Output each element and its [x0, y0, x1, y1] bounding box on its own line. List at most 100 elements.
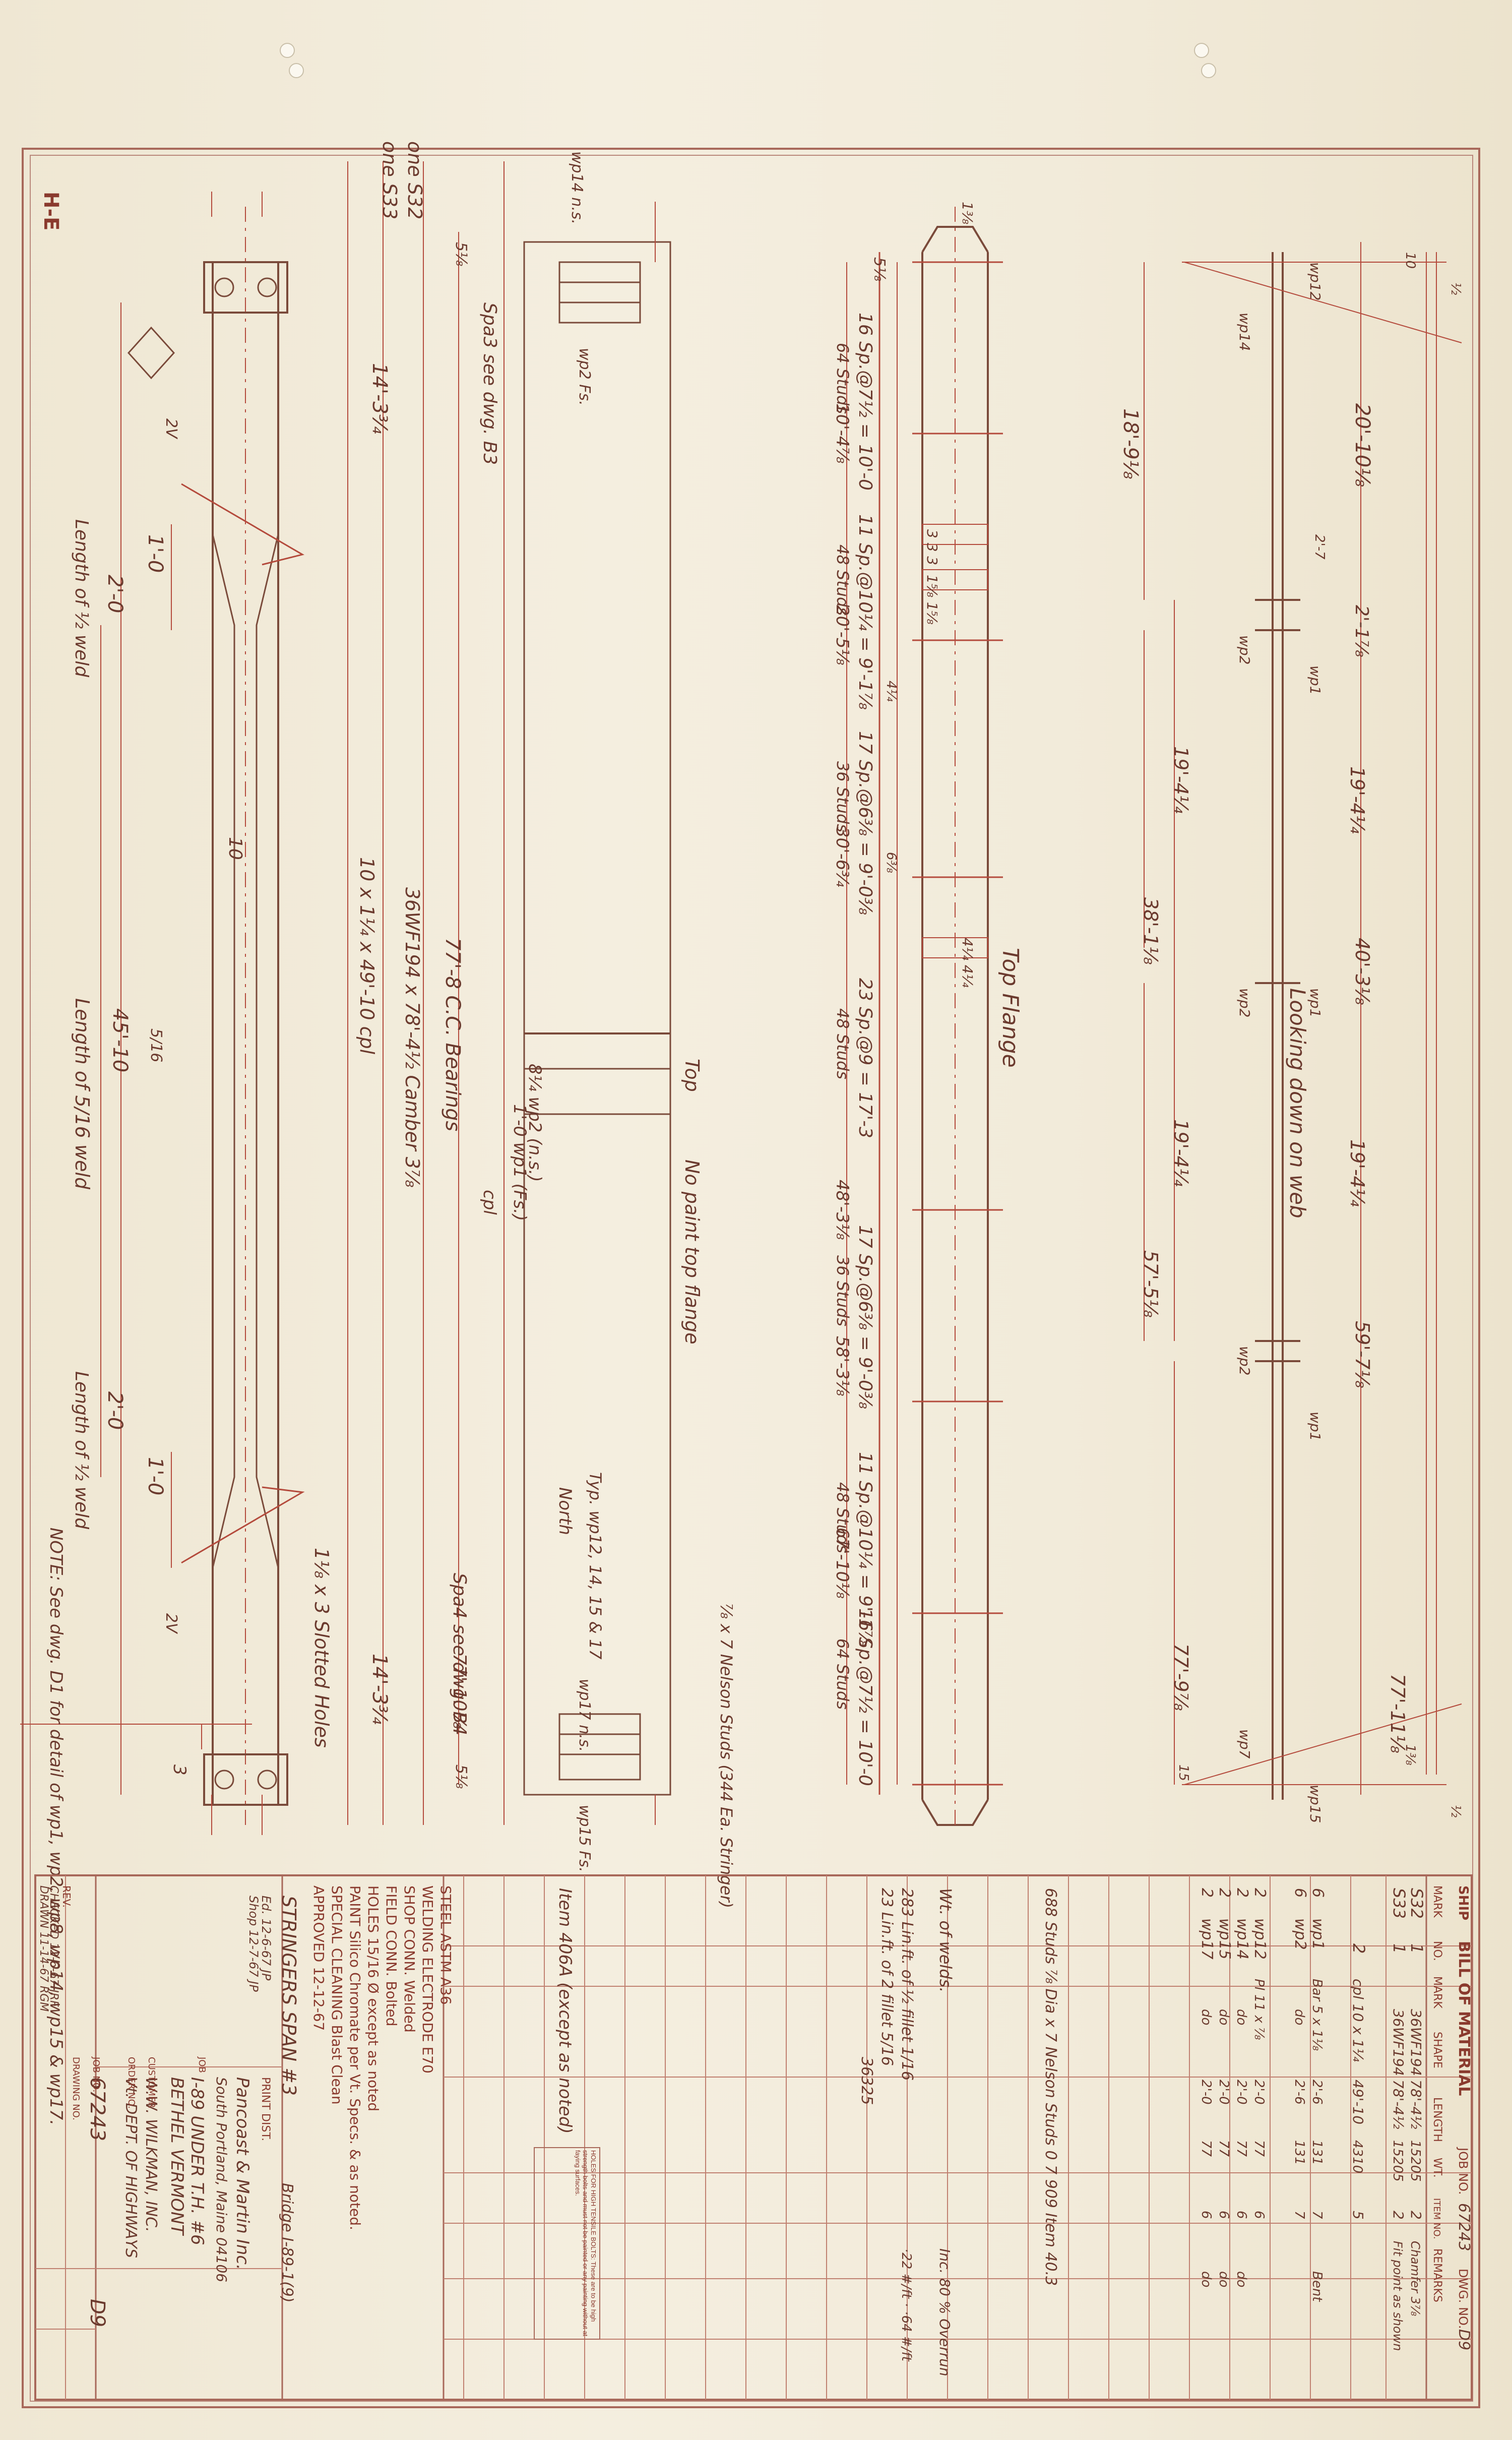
print-ed: Ed. 12-6-67 JP [259, 1896, 273, 1981]
mark-s33: one S33 [379, 141, 401, 219]
row-remarks: do [1199, 2271, 1214, 2287]
row-item: 2 [1408, 2211, 1424, 2220]
stud-spacing-2: 11 Sp.@10¼ = 9'-1⅞ [855, 514, 875, 710]
stud-dim-7: 67'-10⅛ [832, 1528, 852, 1599]
table-row: 2 wp15 do 2'-0 77 6 do [1216, 1888, 1233, 2287]
bom-dwg-no: D9 [1455, 2329, 1473, 2350]
table-row: 2 wp17 do 2'-0 77 6 do [1198, 1888, 1216, 2287]
row-remarks: do [1234, 2271, 1249, 2287]
row-remarks: Bent [1309, 2271, 1325, 2302]
row-shape: do [1216, 2009, 1231, 2025]
dim-5-bottom: 5⅛ [452, 1764, 470, 1789]
dim-77-11: 77'-11⅛ [1387, 1674, 1409, 1753]
title-rev: REV. [60, 1885, 73, 1908]
bom-col-remarks: REMARKS [1431, 2248, 1443, 2302]
row-item: 7 [1309, 2211, 1325, 2219]
title-drawn: DRAWN 11-14-67 RGM [37, 1885, 50, 2011]
top-flange-dim: 1⅜ [959, 202, 976, 224]
row-no: wp1 [1309, 1918, 1327, 1950]
dim-5-top: 5⅛ [452, 242, 470, 266]
stud-dim-4: 30'-6¾ [832, 827, 852, 887]
row-remarks: Chamfer 3⅞ [1408, 2241, 1422, 2316]
row-shape: 36WF194 [1390, 2009, 1407, 2076]
spec-electrode: WELDING ELECTRODE E70 [419, 1885, 436, 2073]
spec-approved: APPROVED 12-12-67 [310, 1885, 327, 2031]
wt-welds: Wt. of welds. [936, 1888, 955, 1992]
section-view [503, 161, 671, 1825]
title-checked: CHECKED 12-6-67 JRF [47, 1885, 60, 2007]
bom-col-shape: SHAPE [1431, 2032, 1443, 2068]
title-bridge: Bridge I-89-1(9) [278, 2183, 296, 2303]
stud-dim-11: 4¼ 4¼ [959, 938, 976, 988]
dim-19-4-b: 19'-4¼ [1346, 766, 1368, 834]
table-row: S33 1 36WF194 78'-4½ 15205 2 Fit point a… [1390, 1888, 1409, 2351]
row-wt: 77 [1199, 2140, 1214, 2157]
bom-col-wt: WT. [1431, 2158, 1443, 2178]
camber-note: 36WF194 x 78'-4½ Camber 3⅞ [401, 887, 423, 1188]
row-shape: 36WF194 [1408, 2009, 1424, 2076]
bom-job-no: 67243 [1455, 2203, 1473, 2251]
weld-row-2: 23 Lin.ft. of 2 fillet 5/16 [878, 1888, 896, 2066]
stud-count-5: 36 Studs [833, 1255, 852, 1326]
stud-spacing-list: 16 Sp.@7½ = 10'-064 Studs 11 Sp.@10¼ = 9… [833, 313, 875, 1786]
spec-cleaning: SPECIAL CLEANING Blast Clean [329, 1885, 345, 2105]
bom-col-mark2: MARK [1431, 1976, 1443, 2008]
wp2-label-a: wp2 [1236, 635, 1253, 665]
row-no: wp15 [1216, 1918, 1233, 1960]
wp2-label: wp2 Fs. [576, 348, 593, 406]
weld-weights: ·22 #/ft · ·64 #/ft [899, 2248, 914, 2362]
row-wt: 15205 [1390, 2140, 1405, 2182]
row-item: 5 [1350, 2211, 1366, 2220]
print-dist: PRINT DIST. [259, 2077, 272, 2141]
wp1-label-c: wp1 [1307, 1412, 1324, 1441]
nelson-studs-note: ⅞ x 7 Nelson Studs (344 Ea. Stringer) [717, 1603, 736, 1908]
row-no: 1 [1407, 1943, 1426, 1954]
dim-2-1: 2'-1⅞ [1351, 605, 1372, 657]
row-shape: Bar 5 x 1⅛ [1309, 1979, 1325, 2051]
stud-spacing-6: 11 Sp.@10¼ = 9'-1⅞ [855, 1452, 875, 1648]
elevation-view [20, 161, 459, 1835]
spa-top: Spa3 see dwg. B3 [479, 302, 500, 465]
job-title: I-89 UNDER T.H. #6 [187, 2077, 207, 2245]
spec-shop-conn: SHOP CONN. Welded [401, 1885, 418, 2033]
spec-paint: PAINT Silico Chromate per Vt. Specs. & a… [347, 1885, 363, 2230]
row-shape: cpl 10 x 1¼ [1350, 1979, 1366, 2062]
stud-dim-12: 1⅝ 1⅝ [924, 575, 940, 625]
dim-19-4-c: 19'-4¼ [1170, 1119, 1192, 1187]
row-wt: 77 [1234, 2140, 1249, 2157]
b1-wp1: 1'-0 wp1 (Fs.) [510, 1104, 530, 1221]
wp2-label-c: wp2 [1236, 1346, 1253, 1376]
wp7-label: wp7 [1236, 1729, 1253, 1759]
stud-count-4: 48 Studs [833, 1008, 852, 1079]
label-drawing-no: DRAWING NO. [71, 2057, 81, 2120]
title-labels: JOB CUSTOMER ORDER NO. JOB NO. DRAWING N… [71, 2056, 207, 2120]
dim-14-3-4-bottom: 14'-3¾ [368, 1654, 391, 1725]
length-5-16-weld: Length of 5/16 weld [71, 998, 93, 1190]
row-remarks: Fit point as shown [1391, 2241, 1405, 2351]
dim-77-10: 77'-10⅛ [449, 1654, 470, 1729]
web-dim-1-4: 1⅜ [1403, 1744, 1418, 1765]
wp1-label-a: wp1 [1307, 665, 1324, 695]
customer-name: W.W. WILKMAN, INC. [142, 2077, 160, 2232]
stud-dim-1: 5⅛ [870, 257, 888, 281]
row-mark: S32 [1407, 1888, 1426, 1919]
web-half-top: ½ [1448, 282, 1463, 295]
title-block [35, 1875, 283, 2400]
dim-40-3: 40'-3⅛ [1351, 938, 1373, 1005]
stud-spacing-7: 16 Sp.@7½ = 10'-0 [855, 1608, 875, 1786]
stud-dim-3: 20'-5⅛ [832, 605, 852, 665]
page-mark-text: H-E [39, 192, 62, 230]
row-mark: 2 [1251, 1888, 1269, 1898]
row-length: 2'-6 [1309, 2080, 1325, 2105]
bolt-stamp-text: HOLES FOR HIGH TENSILE BOLTS: These are … [574, 2150, 597, 2337]
row-length: 2'-0 [1216, 2080, 1231, 2105]
dim-19-4-a: 19'-4¼ [1170, 746, 1192, 814]
row-no: 2 [1349, 1943, 1368, 1954]
dim-18-9: 18'-9⅛ [1119, 408, 1142, 479]
title-dwg-no: D9 [86, 2299, 109, 2327]
cpl-label: cpl [479, 1190, 499, 1215]
bom-dwg-label: DWG. NO. [1456, 2269, 1470, 2329]
row-mark: S33 [1390, 1888, 1409, 1919]
